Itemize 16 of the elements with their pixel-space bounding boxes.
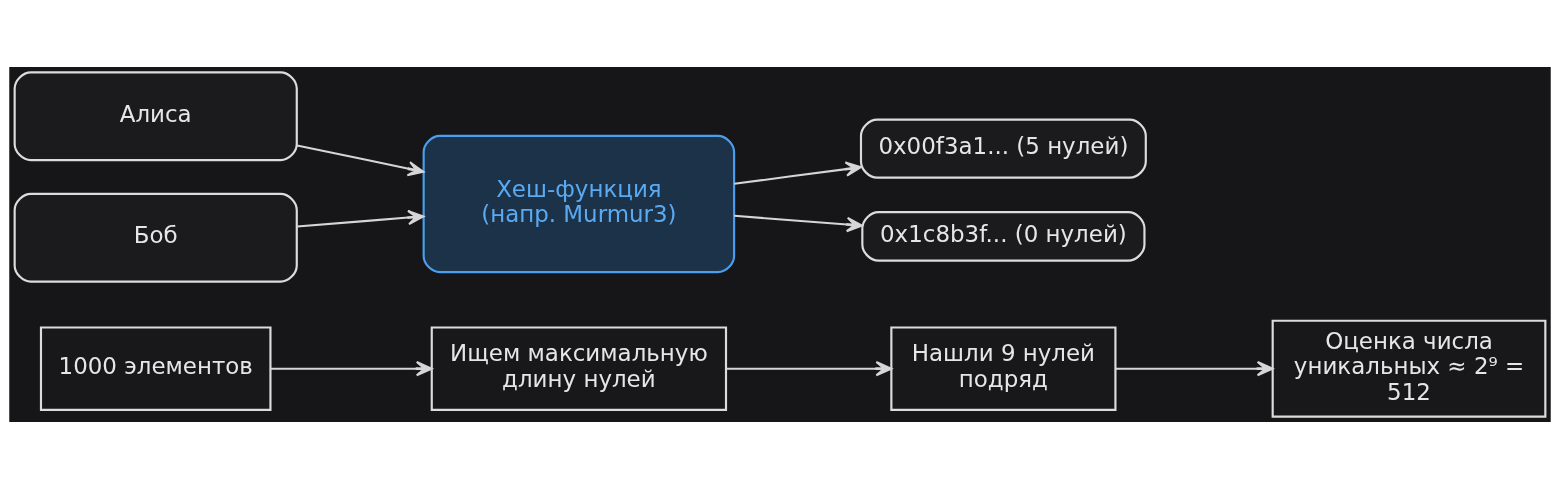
node-box: 0x1c8b3f... (0 нулей) bbox=[861, 210, 1146, 262]
node-box: Ищем максимальную длину нулей bbox=[430, 325, 728, 411]
node-box: Оценка числа уникальных ≈ 2⁹ = 512 bbox=[1271, 319, 1547, 418]
arrow bbox=[1115, 360, 1274, 376]
node-box: 1000 элементов bbox=[39, 325, 272, 411]
arrow bbox=[270, 360, 433, 376]
arrow bbox=[296, 144, 425, 176]
node-box: Боб bbox=[13, 192, 298, 283]
node-box: Алиса bbox=[13, 70, 298, 161]
arrow bbox=[734, 214, 863, 232]
node-box: Хеш-функция (напр. Murmur3) bbox=[422, 134, 736, 273]
node-box: Нашли 9 нулей подряд bbox=[890, 325, 1117, 411]
arrow bbox=[726, 360, 893, 376]
arrow bbox=[297, 209, 425, 228]
arrow bbox=[734, 160, 862, 185]
node-box: 0x00f3a1... (5 нулей) bbox=[859, 118, 1147, 179]
